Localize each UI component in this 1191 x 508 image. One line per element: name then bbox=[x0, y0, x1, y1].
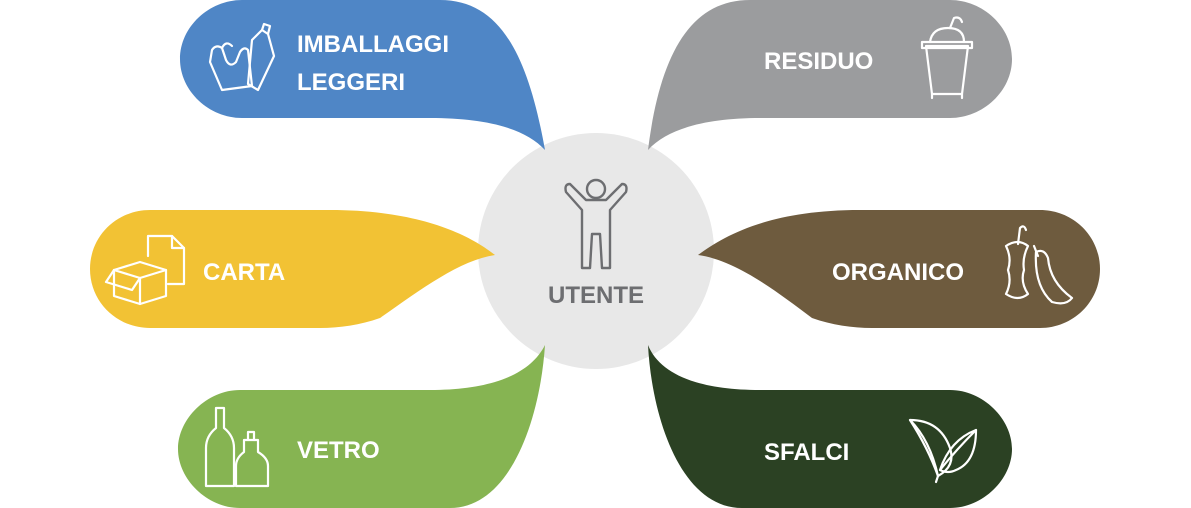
petal-residuo: RESIDUO bbox=[648, 0, 1012, 150]
box-and-paper-icon bbox=[104, 234, 186, 306]
sfalci-label: SFALCI bbox=[764, 439, 849, 466]
petal-sfalci-shape bbox=[648, 345, 1012, 508]
apple-core-banana-icon bbox=[1004, 225, 1074, 305]
imballaggi-label-line2: LEGGERI bbox=[297, 69, 405, 96]
petal-sfalci: SFALCI bbox=[648, 345, 1012, 508]
leaves-icon bbox=[908, 418, 978, 484]
carta-label: CARTA bbox=[203, 259, 285, 286]
trash-bin-icon bbox=[920, 16, 974, 100]
petal-organico: ORGANICO bbox=[698, 210, 1100, 328]
glass-bottles-icon bbox=[204, 406, 270, 488]
petal-organico-shape bbox=[698, 210, 1100, 328]
person-arms-raised-icon bbox=[564, 178, 628, 270]
petal-carta-shape bbox=[90, 210, 495, 328]
organico-label: ORGANICO bbox=[832, 259, 964, 286]
bag-and-bottle-icon bbox=[208, 22, 276, 92]
petal-vetro: VETRO bbox=[178, 345, 545, 508]
center-label: UTENTE bbox=[548, 282, 644, 309]
imballaggi-label-line1: IMBALLAGGI bbox=[297, 31, 449, 58]
petal-imballaggi: IMBALLAGGI LEGGERI bbox=[180, 0, 545, 150]
petal-imballaggi-shape bbox=[180, 0, 545, 150]
petal-carta: CARTA bbox=[90, 210, 495, 328]
petal-residuo-shape bbox=[648, 0, 1012, 150]
center-circle bbox=[478, 133, 714, 369]
vetro-label: VETRO bbox=[297, 437, 380, 464]
residuo-label: RESIDUO bbox=[764, 48, 873, 75]
petal-vetro-shape bbox=[178, 345, 545, 508]
